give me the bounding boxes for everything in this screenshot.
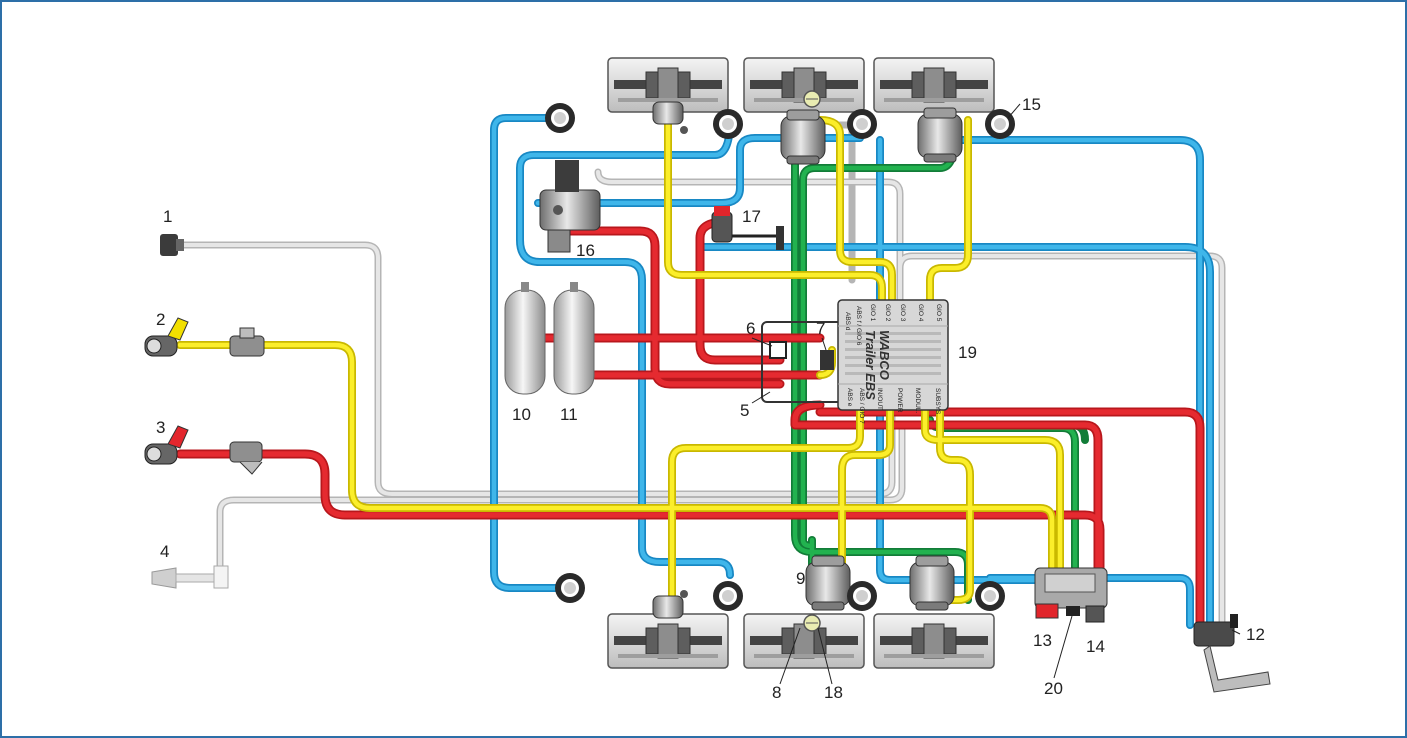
wheel-ring-icon [713, 109, 743, 139]
wheel-ring-icon [985, 109, 1015, 139]
ecu-top-ports: ABS d ABS f / GIO 6 GIO 1 GIO 2 GIO 3 GI… [844, 304, 942, 346]
ecu-port-label: IN/OUT [876, 388, 883, 410]
ecu-port-label: POWER [896, 388, 903, 413]
brake-drum-top-3 [873, 57, 995, 113]
callout-10: 10 [512, 405, 531, 424]
ecu-bracket [761, 321, 843, 403]
ecu-port-label: GIO 5 [935, 304, 942, 322]
cylinder-bottom-1 [652, 590, 688, 619]
air-reservoir-icon [504, 282, 546, 395]
callout-11: 11 [560, 405, 578, 424]
wheel-ring-icon [847, 109, 877, 139]
ecu-port-label: ABS f / GIO 6 [855, 306, 862, 346]
ecu-port-label: ABS e [846, 388, 853, 407]
ecu-port-label: GIO 4 [917, 304, 924, 322]
pipe-network [175, 114, 1226, 630]
valve-icon [711, 206, 784, 250]
callout-leaders [751, 103, 1241, 685]
brake-drum-bottom-1 [607, 613, 729, 669]
callout-9: 9 [796, 569, 805, 588]
valve-icon [539, 160, 601, 253]
park-release-handle-icon [1193, 614, 1271, 693]
trailer-modulator-icon [1034, 567, 1108, 623]
callout-13: 13 [1033, 631, 1052, 650]
callout-18: 18 [824, 683, 843, 702]
callout-labels: 1 2 3 4 5 6 7 8 9 10 11 12 13 14 15 16 1… [156, 95, 1265, 702]
air-reservoir-icon [553, 282, 595, 395]
brake-chamber-icon [917, 107, 963, 163]
callout-16: 16 [576, 241, 595, 260]
diagnostic-plug-icon [151, 565, 229, 589]
ecu-port-label: SUBSYS [934, 388, 941, 415]
ecu-brand: WABCO [877, 330, 892, 380]
line-filter-icon [229, 327, 265, 357]
callout-8: 8 [772, 683, 781, 702]
wheel-ring-icon [713, 581, 743, 611]
electrical-connector-icon [160, 234, 184, 256]
ecu-port-label: ABS d [844, 312, 851, 331]
brake-chamber-icon [780, 109, 826, 165]
callout-5: 5 [740, 401, 749, 420]
callout-1: 1 [163, 207, 172, 226]
ecu-port-label: GIO 1 [869, 304, 876, 322]
wheel-speed-sensor-icon [803, 90, 821, 108]
brake-drum-bottom-3 [873, 613, 995, 669]
axle-bottom [607, 613, 995, 669]
callout-17: 17 [742, 207, 761, 226]
callout-2: 2 [156, 310, 165, 329]
ebs-modulator-icon: ABS d ABS f / GIO 6 GIO 1 GIO 2 GIO 3 GI… [837, 299, 949, 424]
wheel-ring-icon [555, 573, 585, 603]
callout-20: 20 [1044, 679, 1063, 698]
ecu-brand-sub: Trailer EBS [863, 330, 878, 400]
brake-drum-top-2 [743, 57, 865, 113]
line-filter-icon [229, 441, 263, 475]
callout-15: 15 [1022, 95, 1041, 114]
brake-chamber-icon [805, 555, 851, 611]
ecu-port-label: GIO 3 [899, 304, 906, 322]
wheel-speed-sensor-icon [803, 614, 821, 632]
ecu-port-label: GIO 2 [884, 304, 891, 322]
callout-3: 3 [156, 418, 165, 437]
ecu-bottom-ports: ABS e ABS / GIO 7 IN/OUT POWER MODUL. SU… [846, 388, 941, 424]
callout-4: 4 [160, 542, 169, 561]
wheel-ring-icon [545, 103, 575, 133]
ecu-port-label: MODUL. [914, 388, 921, 413]
callout-14: 14 [1086, 637, 1105, 656]
wheel-ring-icon [975, 581, 1005, 611]
coupling-head-icon [144, 317, 189, 357]
callout-12: 12 [1246, 625, 1265, 644]
brake-chamber-icon [909, 555, 955, 611]
callout-7: 7 [816, 319, 825, 338]
ecu-port-label: ABS / GIO 7 [858, 388, 865, 424]
callout-6: 6 [746, 319, 755, 338]
callout-19: 19 [958, 343, 977, 362]
coupling-head-icon [144, 425, 189, 465]
cylinder-top-1 [652, 101, 688, 134]
wheel-ring-icon [847, 581, 877, 611]
